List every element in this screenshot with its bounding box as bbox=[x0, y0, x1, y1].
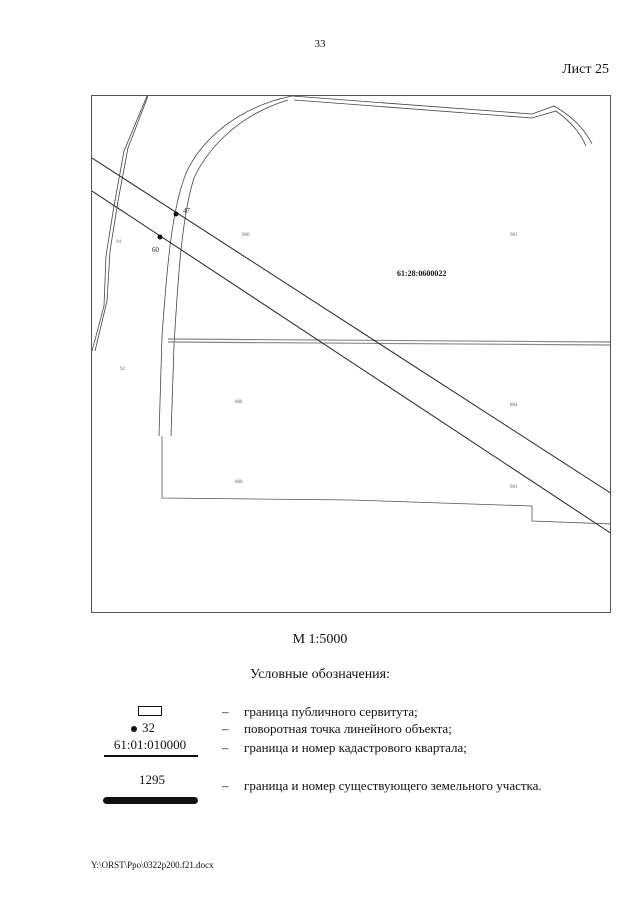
top-boundary-inner bbox=[293, 99, 587, 147]
legend-dash: – bbox=[222, 704, 229, 719]
quarter-sample: 61:01:010000 bbox=[113, 737, 187, 752]
map-scale: М 1:5000 bbox=[292, 632, 348, 647]
cadastral-map: 47 60 61:28:0600022 94 92 900 981 888 88… bbox=[91, 95, 611, 613]
parcel-label: 981 bbox=[510, 233, 518, 238]
top-boundary bbox=[291, 96, 593, 145]
legend-dash: – bbox=[222, 740, 229, 755]
quarter-line-icon bbox=[104, 755, 198, 757]
legend-text: граница и номер кадастрового квартала; bbox=[244, 740, 467, 755]
point-symbol: 32 bbox=[98, 719, 204, 739]
point-60-marker bbox=[157, 234, 163, 240]
road-right-edge bbox=[94, 96, 149, 352]
sheet-label: Лист 25 bbox=[562, 62, 609, 77]
parcel-label: 880 bbox=[235, 480, 243, 485]
legend-title: Условные обозначения: bbox=[249, 667, 391, 682]
parcel-divider-2 bbox=[167, 341, 610, 346]
parcel-sample: 1295 bbox=[139, 772, 165, 787]
channel-outer bbox=[158, 96, 293, 437]
point-47-label: 47 bbox=[183, 207, 191, 215]
road-left-edge bbox=[92, 96, 148, 352]
parcel-bar-icon bbox=[103, 797, 198, 804]
parcel-label: 92 bbox=[120, 367, 126, 372]
legend-text: поворотная точка линейного объекта; bbox=[244, 721, 452, 736]
legend-item-quarter: 61:01:010000 – граница и номер кадастров… bbox=[0, 737, 640, 758]
parcel-symbol: 1295 bbox=[98, 772, 204, 804]
point-sample: 32 bbox=[142, 720, 155, 735]
legend-text: граница и номер существующего земельного… bbox=[244, 778, 542, 793]
parcel-label: 94 bbox=[116, 240, 122, 245]
quarter-number: 61:28:0600022 bbox=[397, 269, 446, 278]
parcel-label: 884 bbox=[510, 403, 518, 408]
parcel-label: 900 bbox=[242, 233, 250, 238]
page-number: 33 bbox=[314, 38, 326, 50]
servitude-line-north bbox=[92, 157, 610, 494]
legend-item-parcel: 1295 – граница и номер существующего зем… bbox=[0, 772, 640, 804]
legend-dash: – bbox=[222, 778, 229, 793]
south-boundary bbox=[161, 436, 610, 525]
parcel-divider bbox=[167, 338, 610, 343]
servitude-symbol bbox=[98, 702, 204, 722]
point-47-marker bbox=[173, 211, 179, 217]
point-icon bbox=[131, 726, 137, 732]
point-60-label: 60 bbox=[152, 246, 160, 254]
file-path: Y:\ORST\Ppo\0322p200.f21.docx bbox=[91, 860, 214, 870]
legend-item-servitude: – граница публичного сервитута; bbox=[0, 702, 640, 722]
channel-inner bbox=[170, 99, 289, 437]
servitude-line-south bbox=[92, 190, 610, 534]
rectangle-icon bbox=[138, 706, 162, 716]
legend-item-point: 32 – поворотная точка линейного объекта; bbox=[0, 719, 640, 739]
quarter-symbol: 61:01:010000 bbox=[98, 737, 204, 758]
legend-dash: – bbox=[222, 721, 229, 736]
parcel-label: 888 bbox=[235, 400, 243, 405]
parcel-label: 981 bbox=[510, 485, 518, 490]
map-drawing: 47 60 61:28:0600022 94 92 900 981 888 88… bbox=[92, 96, 610, 534]
legend-text: граница публичного сервитута; bbox=[244, 704, 418, 719]
